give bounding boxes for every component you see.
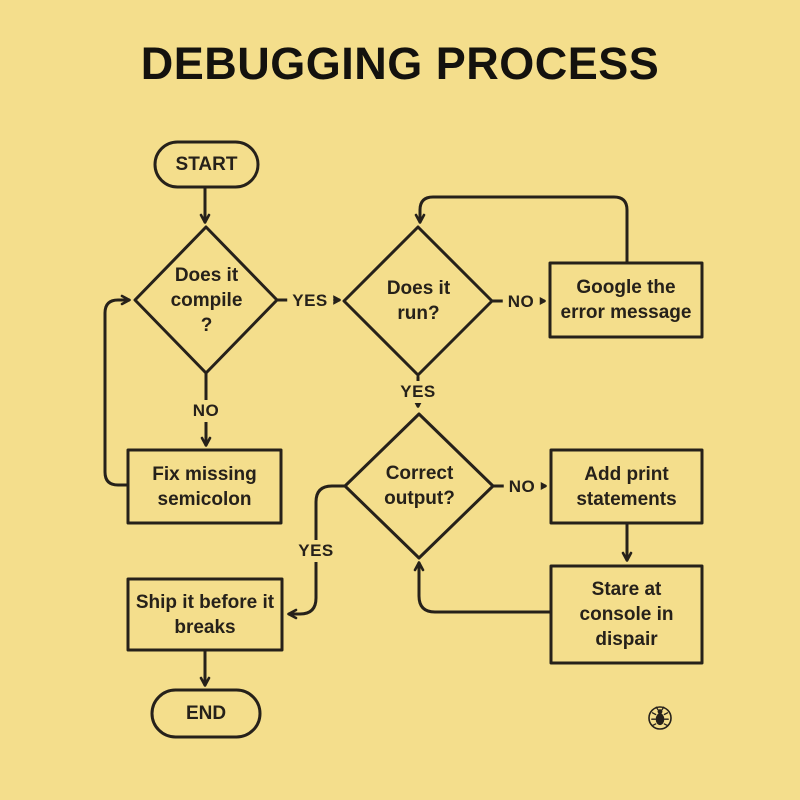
edge-label-correct-yes: YES (293, 540, 339, 562)
correct-decision-shape (343, 412, 495, 560)
edge-google-loop-to-run (414, 195, 629, 264)
edge-label-compile-yes: YES (287, 290, 333, 312)
start-node-shape (153, 140, 260, 189)
stare-node-shape (549, 564, 704, 665)
run-decision-shape (342, 225, 494, 377)
page-title: DEBUGGING PROCESS (140, 38, 660, 89)
edge-label-run-yes: YES (395, 381, 441, 403)
edge-fix-loop-to-compile (103, 294, 131, 487)
bug-icon (648, 706, 672, 730)
google-node-shape (548, 261, 704, 339)
compile-decision-shape (133, 225, 279, 375)
add-print-node-shape (549, 448, 704, 525)
ship-node-shape (126, 577, 284, 652)
edge-label-run-no: NO (502, 291, 540, 313)
edge-label-compile-no: NO (187, 400, 225, 422)
end-node-shape (150, 688, 262, 739)
edge-label-correct-no: NO (503, 476, 541, 498)
edge-stare-loop-to-correct (413, 561, 553, 614)
fix-node-shape (126, 448, 283, 525)
